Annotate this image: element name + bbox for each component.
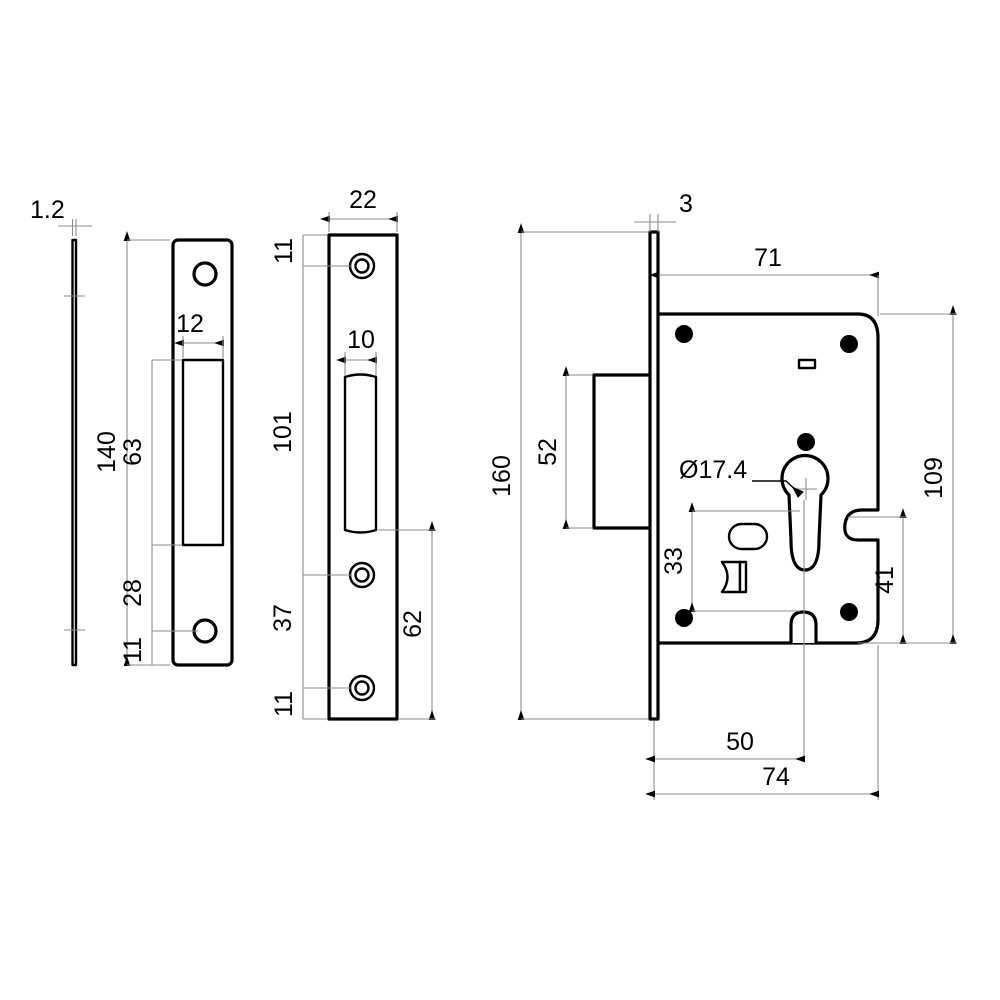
forend-screw-hole-mid-inner: [354, 567, 370, 583]
forend-screw-hole-bottom-inner: [354, 680, 370, 696]
dim-28-label: 28: [119, 579, 147, 607]
lock-rivet-bottom-left: [675, 609, 693, 627]
dim-diameter-leader: [752, 480, 804, 498]
dim-62-label: 62: [399, 610, 427, 638]
dim-74-label: 74: [762, 763, 790, 791]
dim-109-label: 109: [920, 457, 948, 499]
dim-140-label: 140: [93, 431, 121, 473]
lock-case-outline: [652, 312, 880, 645]
dim-101-label: 101: [269, 411, 297, 453]
lock-rivet-top-right: [840, 335, 858, 353]
view-faceplate-front: 140 63 28 11 12: [93, 231, 234, 667]
dim-41-label: 41: [871, 566, 899, 594]
lock-rivet-middle: [797, 433, 815, 451]
lock-forend-strip: [648, 230, 660, 721]
dim-33-label: 33: [660, 547, 688, 575]
dim-10-label: 10: [347, 326, 375, 354]
dim-22-label: 22: [349, 186, 377, 214]
dim-52-label: 52: [534, 438, 562, 466]
dim-diameter-label: Ø17.4: [679, 456, 747, 484]
lock-bolt-head: [592, 373, 656, 530]
dim-12-label: 12: [176, 310, 204, 338]
view-lock-body: 3 71 160 52 109 33 41 Ø17.4: [488, 190, 957, 800]
dim-11-left-label: 11: [119, 637, 147, 663]
lock-small-slot: [797, 358, 817, 370]
forend-bolt-slot: [343, 373, 378, 534]
lock-follower-tab: [738, 560, 748, 594]
view-forend-plate: 22 11 101 37 11 10 62: [269, 186, 436, 721]
lock-oval-hole: [727, 522, 769, 551]
dim-160-label: 160: [488, 455, 516, 497]
view-edge-plate: 1.2: [30, 196, 92, 667]
dim-1-2-label: 1.2: [30, 196, 65, 224]
dim-37-label: 37: [269, 604, 297, 632]
faceplate-bolt-aperture: [181, 358, 225, 547]
dim-63-label: 63: [119, 438, 147, 466]
dim-3-label: 3: [679, 190, 693, 218]
dim-50-label: 50: [726, 728, 754, 756]
dim-11-top-label: 11: [270, 238, 298, 264]
dim-11-bottom-label: 11: [270, 691, 298, 717]
edge-plate-body: [71, 238, 78, 667]
lock-rivet-top-left: [675, 325, 693, 343]
lock-rivet-bottom-right: [840, 603, 858, 621]
dim-71-label: 71: [754, 244, 782, 272]
lock-follower-detail: [720, 560, 742, 594]
euro-cylinder-cutout: [780, 453, 830, 572]
faceplate-screw-hole-top: [192, 261, 218, 287]
forend-screw-hole-top-inner: [354, 258, 370, 274]
